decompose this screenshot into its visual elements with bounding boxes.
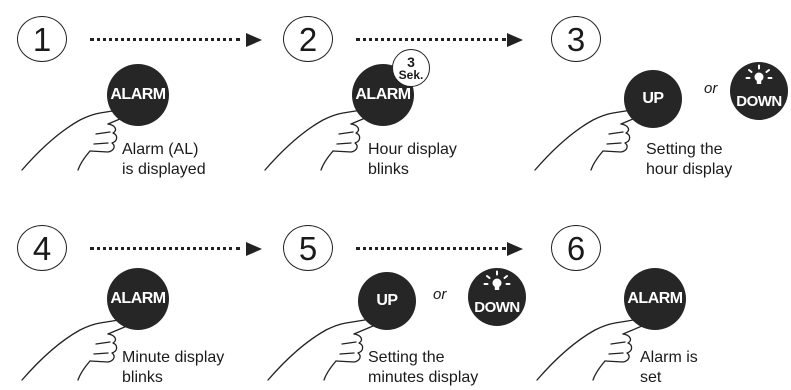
- arrow-2-to-3-head-icon: [507, 33, 523, 47]
- up-button-step-5[interactable]: UP: [358, 272, 416, 330]
- arrow-1-to-2-dots: [90, 38, 240, 41]
- step-5-number: 5: [283, 225, 333, 271]
- step-2-number: 2: [283, 16, 333, 62]
- arrow-4-to-5-dots: [90, 247, 240, 250]
- alarm-button-label: ALARM: [627, 290, 683, 307]
- arrow-5-to-6-head-icon: [507, 242, 523, 256]
- up-button-label: UP: [376, 292, 398, 309]
- down-button-label: DOWN: [736, 92, 782, 110]
- step-6-number: 6: [551, 225, 601, 271]
- step-2-caption-line1: Hour display: [368, 141, 457, 158]
- step-3-caption-line2: hour display: [646, 161, 733, 178]
- down-button-step-3[interactable]: DOWN: [730, 62, 788, 120]
- alarm-button-label: ALARM: [355, 86, 411, 103]
- light-bulb-icon: [483, 270, 511, 290]
- step-5-number-text: 5: [298, 229, 318, 267]
- step-6-caption: Alarm is set: [640, 348, 698, 388]
- step-4-caption-line1: Minute display: [122, 349, 225, 366]
- step-5-caption-line2: minutes display: [368, 369, 479, 386]
- step-6-caption-line1: Alarm is: [640, 349, 698, 366]
- or-text-step-5: or: [433, 286, 447, 303]
- step-1-number: 1: [17, 16, 67, 62]
- step-5-caption: Setting the minutes display: [368, 348, 478, 388]
- step-1-caption-line2: is displayed: [122, 161, 206, 178]
- arrow-4-to-5-head-icon: [246, 242, 262, 256]
- step-1-caption: Alarm (AL) is displayed: [122, 140, 206, 180]
- step-6-caption-line2: set: [640, 369, 662, 386]
- alarm-button-label: ALARM: [110, 86, 166, 103]
- step-3-number: 3: [551, 16, 601, 62]
- alarm-button-step-1[interactable]: ALARM: [107, 64, 169, 126]
- step-5-caption-line1: Setting the: [368, 349, 445, 366]
- step-3-caption-line1: Setting the: [646, 141, 723, 158]
- step-1-caption-line1: Alarm (AL): [122, 141, 199, 158]
- step-2-caption-line2: blinks: [368, 161, 409, 178]
- step-4-caption-line2: blinks: [122, 369, 163, 386]
- step-4-number-text: 4: [32, 229, 52, 267]
- arrow-5-to-6-dots: [356, 247, 506, 250]
- step-1-number-text: 1: [32, 20, 52, 58]
- arrow-2-to-3-dots: [356, 38, 506, 41]
- step-2-caption: Hour display blinks: [368, 140, 457, 180]
- alarm-button-label: ALARM: [110, 290, 166, 307]
- light-bulb-icon: [745, 64, 773, 84]
- badge-seconds-unit: Sek.: [398, 68, 424, 82]
- up-button-label: UP: [642, 90, 664, 107]
- up-button-step-3[interactable]: UP: [624, 70, 682, 128]
- step-2-number-text: 2: [298, 20, 318, 58]
- badge-seconds-number: 3: [407, 54, 415, 70]
- step-4-caption: Minute display blinks: [122, 348, 224, 388]
- down-button-step-5[interactable]: DOWN: [468, 268, 526, 326]
- alarm-button-step-6[interactable]: ALARM: [624, 268, 686, 330]
- hold-3-seconds-badge: 3 Sek.: [392, 49, 430, 87]
- step-4-number: 4: [17, 225, 67, 271]
- step-3-number-text: 3: [566, 20, 586, 58]
- step-3-caption: Setting the hour display: [646, 140, 732, 180]
- down-button-label: DOWN: [474, 298, 520, 316]
- arrow-1-to-2-head-icon: [246, 33, 262, 47]
- step-6-number-text: 6: [566, 229, 586, 267]
- or-text-step-3: or: [704, 80, 718, 97]
- alarm-button-step-4[interactable]: ALARM: [107, 268, 169, 330]
